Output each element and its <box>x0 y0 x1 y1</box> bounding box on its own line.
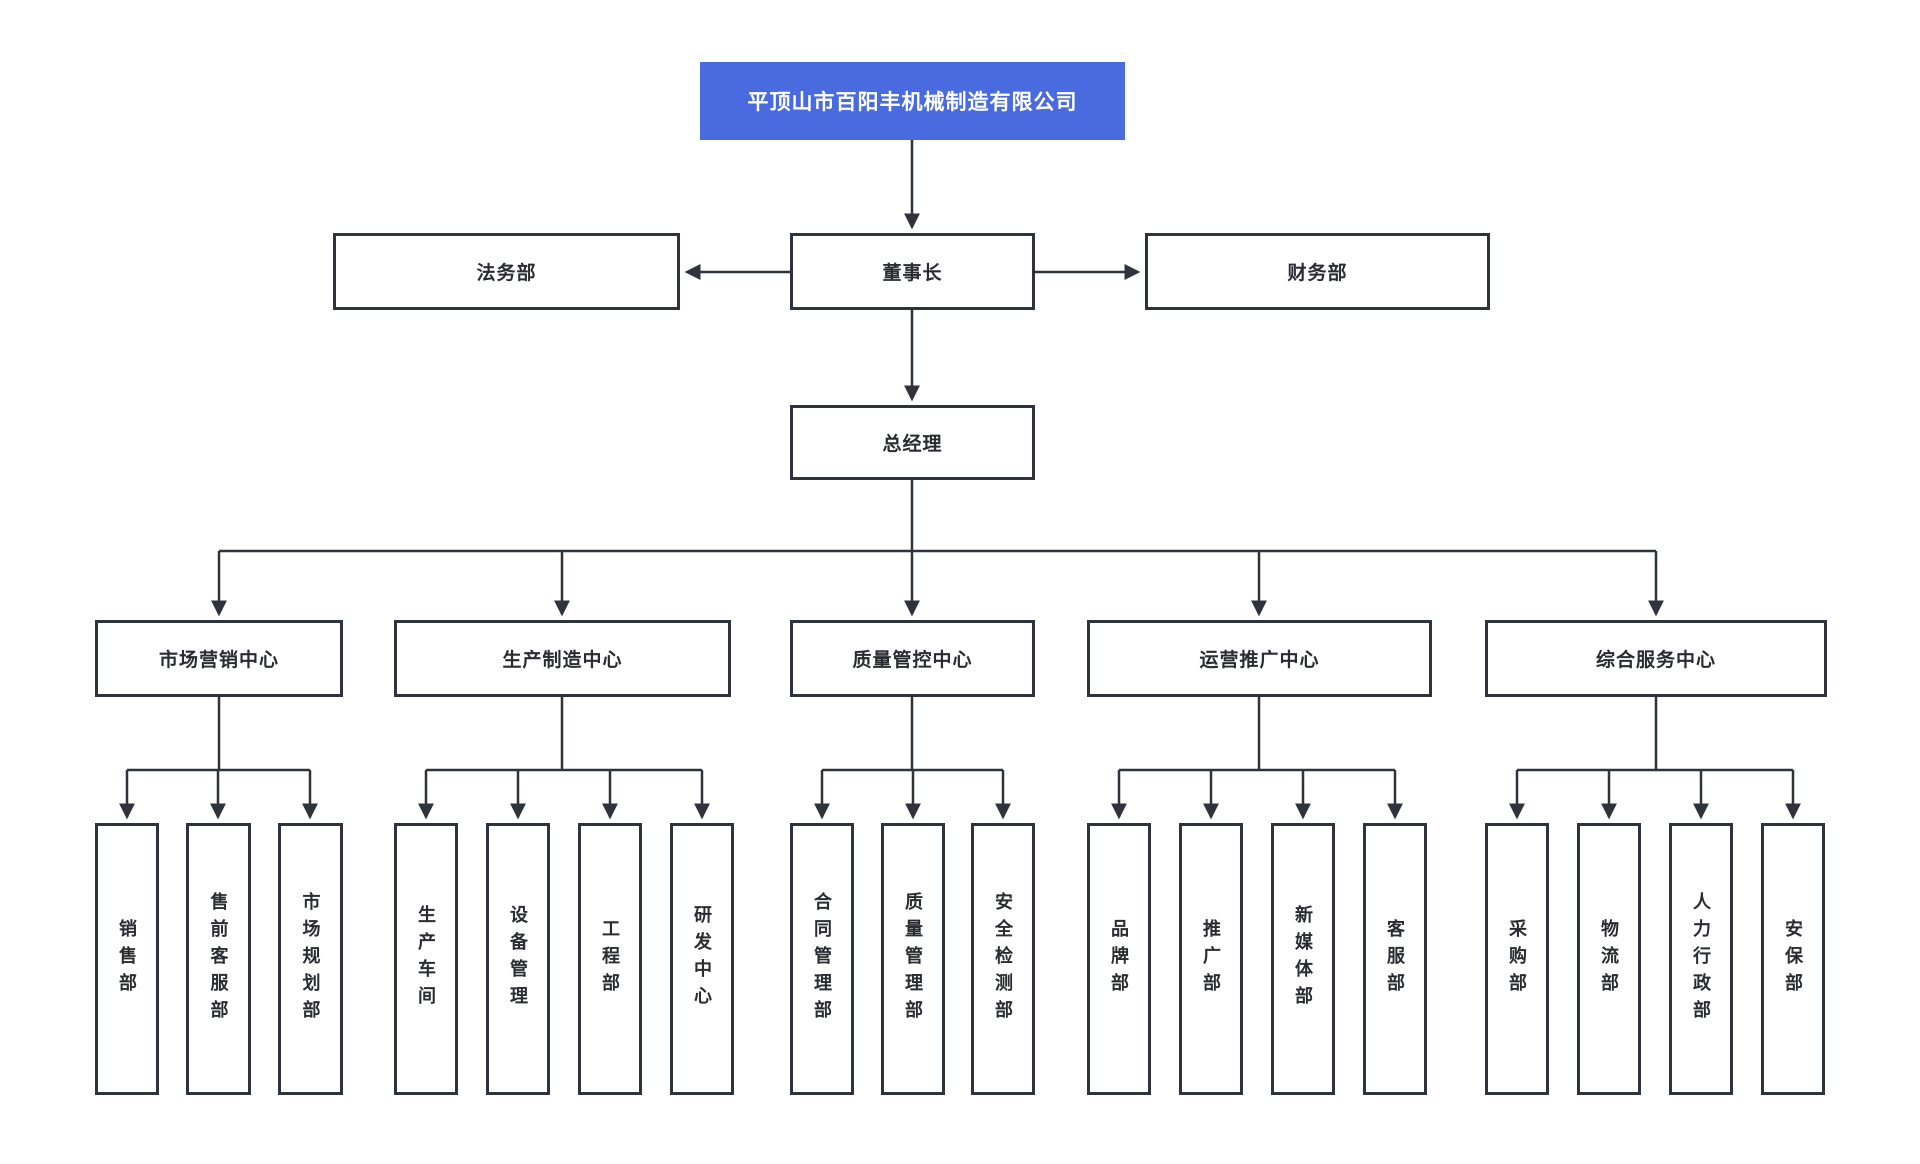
org-node-legal-dept[interactable]: 法务部 <box>333 233 680 310</box>
dept-promotion-label: 推广部 <box>1201 918 1221 1000</box>
dept-new-media-label: 新媒体部 <box>1293 905 1313 1013</box>
org-node-dept-promotion[interactable]: 推广部 <box>1179 823 1243 1095</box>
org-node-chairman[interactable]: 董事长 <box>790 233 1035 310</box>
org-node-company-root[interactable]: 平顶山市百阳丰机械制造有限公司 <box>700 62 1125 140</box>
dept-procurement-label: 采购部 <box>1507 918 1527 1000</box>
chairman-label: 董事长 <box>882 263 943 284</box>
center-services-label: 综合服务中心 <box>1595 650 1716 671</box>
center-quality-label: 质量管控中心 <box>852 650 973 671</box>
org-node-center-operations[interactable]: 运营推广中心 <box>1087 620 1432 697</box>
org-node-finance-dept[interactable]: 财务部 <box>1145 233 1490 310</box>
org-node-dept-new-media[interactable]: 新媒体部 <box>1271 823 1335 1095</box>
org-node-dept-brand[interactable]: 品牌部 <box>1087 823 1151 1095</box>
center-operations-label: 运营推广中心 <box>1199 650 1320 671</box>
dept-brand-label: 品牌部 <box>1109 918 1129 1000</box>
dept-rnd-center-label: 研发中心 <box>692 905 712 1013</box>
org-node-dept-safety-inspection[interactable]: 安全检测部 <box>971 823 1035 1095</box>
org-node-dept-production-workshop[interactable]: 生产车间 <box>394 823 458 1095</box>
dept-security-label: 安保部 <box>1783 918 1803 1000</box>
dept-contract-management-label: 合同管理部 <box>812 891 832 1027</box>
legal-dept-label: 法务部 <box>476 263 537 284</box>
org-node-dept-logistics[interactable]: 物流部 <box>1577 823 1641 1095</box>
org-node-general-manager[interactable]: 总经理 <box>790 405 1035 480</box>
org-node-dept-sales[interactable]: 销售部 <box>95 823 159 1095</box>
general-manager-label: 总经理 <box>882 434 943 455</box>
org-node-dept-quality-management[interactable]: 质量管理部 <box>881 823 945 1095</box>
center-production-label: 生产制造中心 <box>502 650 623 671</box>
org-node-dept-customer-service[interactable]: 客服部 <box>1363 823 1427 1095</box>
dept-equipment-management-label: 设备管理 <box>508 905 528 1013</box>
org-node-dept-security[interactable]: 安保部 <box>1761 823 1825 1095</box>
center-marketing-label: 市场营销中心 <box>158 650 279 671</box>
finance-dept-label: 财务部 <box>1287 263 1348 284</box>
org-node-center-marketing[interactable]: 市场营销中心 <box>95 620 343 697</box>
org-node-dept-rnd-center[interactable]: 研发中心 <box>670 823 734 1095</box>
org-node-dept-presales-service[interactable]: 售前客服部 <box>186 823 251 1095</box>
dept-customer-service-label: 客服部 <box>1385 918 1405 1000</box>
org-node-dept-hr-admin[interactable]: 人力行政部 <box>1669 823 1733 1095</box>
org-node-center-quality[interactable]: 质量管控中心 <box>790 620 1035 697</box>
dept-hr-admin-label: 人力行政部 <box>1691 891 1711 1027</box>
dept-engineering-label: 工程部 <box>600 918 620 1000</box>
org-node-center-production[interactable]: 生产制造中心 <box>394 620 731 697</box>
company-root-label: 平顶山市百阳丰机械制造有限公司 <box>747 91 1078 114</box>
org-node-center-services[interactable]: 综合服务中心 <box>1485 620 1827 697</box>
org-node-dept-procurement[interactable]: 采购部 <box>1485 823 1549 1095</box>
dept-quality-management-label: 质量管理部 <box>903 891 923 1027</box>
dept-production-workshop-label: 生产车间 <box>416 905 436 1013</box>
org-node-dept-equipment-management[interactable]: 设备管理 <box>486 823 550 1095</box>
org-node-dept-contract-management[interactable]: 合同管理部 <box>790 823 854 1095</box>
org-node-dept-engineering[interactable]: 工程部 <box>578 823 642 1095</box>
org-node-dept-market-planning[interactable]: 市场规划部 <box>278 823 343 1095</box>
dept-safety-inspection-label: 安全检测部 <box>993 891 1013 1027</box>
dept-logistics-label: 物流部 <box>1599 918 1619 1000</box>
dept-market-planning-label: 市场规划部 <box>300 891 321 1027</box>
dept-presales-service-label: 售前客服部 <box>208 891 229 1027</box>
dept-sales-label: 销售部 <box>117 918 137 1000</box>
